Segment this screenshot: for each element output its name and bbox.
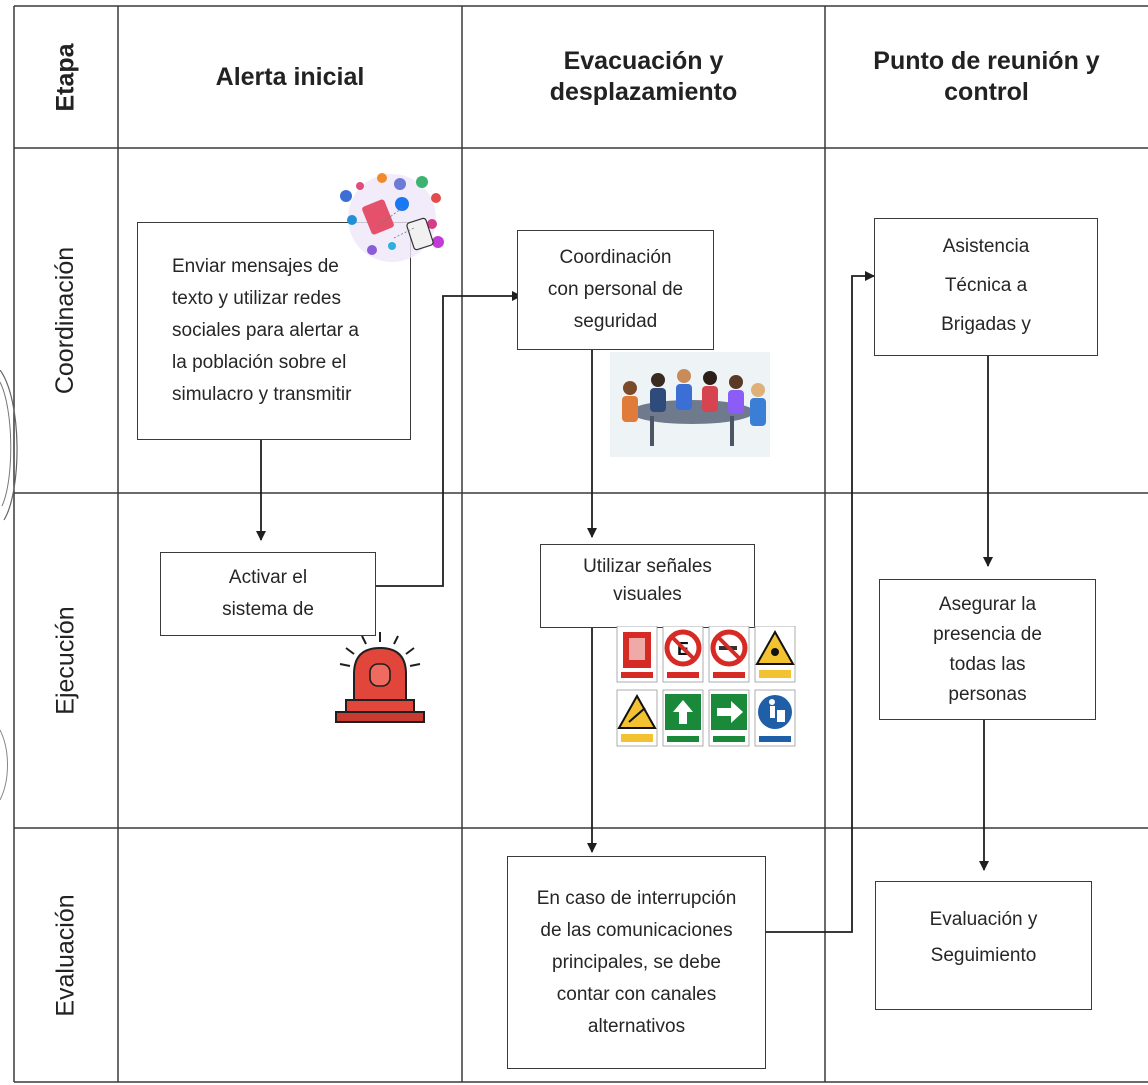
box-interrupcion: En caso de interrupción de las comunicac… bbox=[507, 856, 766, 1069]
column-header-alerta: Alerta inicial bbox=[118, 6, 462, 148]
alarm-siren-icon bbox=[335, 632, 425, 723]
box-asegurar-presencia: Asegurar la presencia de todas las perso… bbox=[879, 579, 1096, 720]
seal-stamp bbox=[0, 370, 18, 801]
box-enviar-mensajes-text: Enviar mensajes de texto y utilizar rede… bbox=[172, 256, 359, 405]
column-header-punto: Punto de reunión y control bbox=[825, 6, 1148, 148]
safety-signs-icon: E bbox=[616, 626, 796, 747]
box-evaluacion-seguimiento: Evaluación y Seguimiento bbox=[875, 881, 1092, 1010]
box-activar-sistema-text: Activar el sistema de bbox=[222, 567, 314, 620]
box-senales-visuales-text: Utilizar señales visuales bbox=[583, 556, 712, 605]
box-asistencia: Asistencia Técnica a Brigadas y bbox=[874, 218, 1098, 356]
social-media-icon bbox=[340, 173, 444, 262]
box-senales-visuales: Utilizar señales visuales bbox=[540, 544, 755, 628]
box-activar-sistema: Activar el sistema de bbox=[160, 552, 376, 636]
arrow-activar-to-coordinacion bbox=[375, 291, 522, 587]
arrow-interrupcion-to-asistencia bbox=[766, 271, 875, 933]
box-asegurar-presencia-text: Asegurar la presencia de todas las perso… bbox=[933, 593, 1042, 705]
box-asistencia-text: Asistencia Técnica a Brigadas y bbox=[941, 236, 1031, 335]
column-header-evacuacion: Evacuación y desplazamiento bbox=[462, 6, 825, 148]
box-coordinacion-personal: Coordinación con personal de seguridad bbox=[517, 230, 714, 350]
box-coordinacion-personal-text: Coordinación con personal de seguridad bbox=[547, 247, 684, 332]
box-evaluacion-seguimiento-text: Evaluación y Seguimiento bbox=[929, 909, 1038, 966]
box-enviar-mensajes: Enviar mensajes de texto y utilizar rede… bbox=[137, 222, 411, 440]
column-header-punto-label: Punto de reunión y control bbox=[873, 47, 1100, 106]
column-header-alerta-label: Alerta inicial bbox=[215, 62, 365, 91]
meeting-people-icon bbox=[610, 352, 770, 457]
column-header-evacuacion-label: Evacuación y desplazamiento bbox=[549, 47, 738, 106]
box-interrupcion-text: En caso de interrupción de las comunicac… bbox=[536, 887, 737, 1037]
